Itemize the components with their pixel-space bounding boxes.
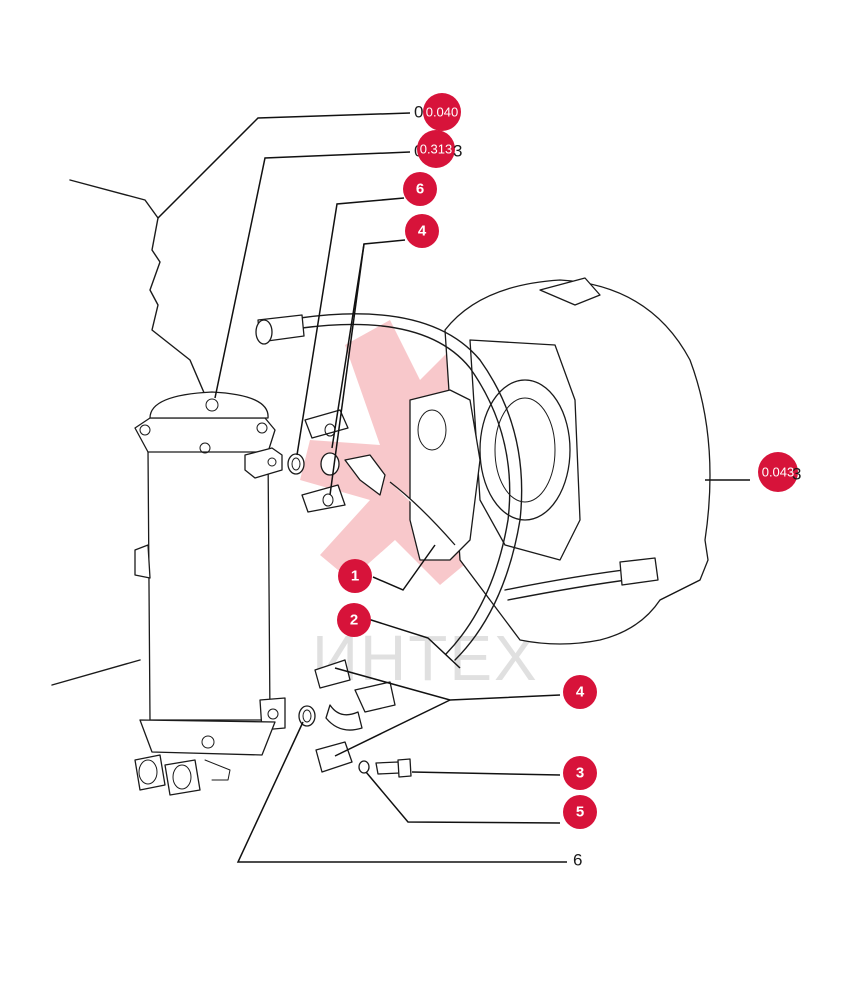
hose-lower xyxy=(325,557,659,731)
callout-1-label: 1 xyxy=(351,568,359,585)
reference-040-badge xyxy=(423,93,461,131)
callout-5-label: 5 xyxy=(576,804,584,821)
callout-5: 5 xyxy=(563,795,597,829)
callout-4-lower: 4 xyxy=(563,675,597,709)
leader-lines xyxy=(157,112,750,863)
callout-1: 1 xyxy=(338,559,372,593)
reference-043: 0.043 3 xyxy=(758,452,801,492)
callout-3-label: 3 xyxy=(576,765,584,782)
reference-040: 0. 0.040 xyxy=(414,93,461,131)
callout-4-lower-label: 4 xyxy=(576,684,585,701)
reference-043-badge xyxy=(758,452,798,492)
reference-043-label: 0.043 xyxy=(762,465,795,480)
reference-313-badge xyxy=(417,130,455,168)
small-parts xyxy=(287,409,412,778)
reference-313-suffix: 3 xyxy=(453,142,462,161)
flywheel-housing xyxy=(409,277,711,645)
reference-040-label: 0.040 xyxy=(426,105,459,120)
callout-2: 2 xyxy=(337,603,371,637)
reference-plain-6: 6 xyxy=(573,851,582,870)
hose-upper xyxy=(255,313,523,661)
callout-6-label: 6 xyxy=(416,181,424,198)
engine-block xyxy=(51,179,206,686)
callout-6: 6 xyxy=(403,172,437,206)
callout-4-upper: 4 xyxy=(405,214,439,248)
callout-4-upper-label: 4 xyxy=(418,223,427,240)
oil-cooler xyxy=(134,391,286,796)
reference-313: 0. 0.313 3 xyxy=(414,130,462,168)
reference-043-suffix: 3 xyxy=(792,465,801,484)
callout-3: 3 xyxy=(563,756,597,790)
callout-2-label: 2 xyxy=(350,612,358,629)
reference-313-label: 0.313 xyxy=(420,142,453,157)
